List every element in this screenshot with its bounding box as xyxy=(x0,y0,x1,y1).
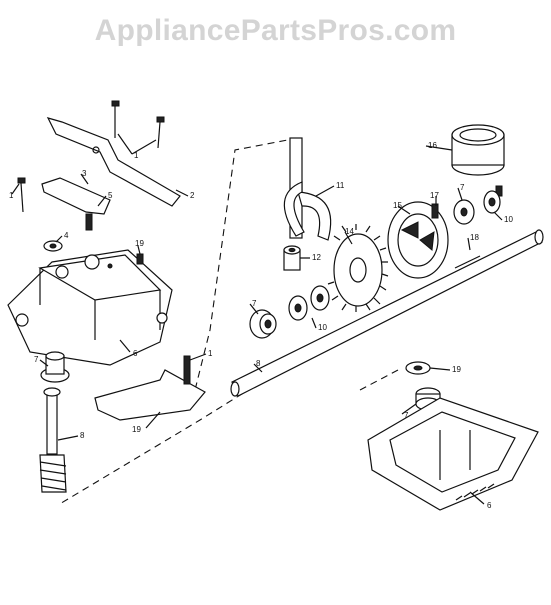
shift-fork-part-11 xyxy=(283,137,332,241)
callout-12: 12 xyxy=(312,253,321,262)
hub-part-15 xyxy=(387,201,449,279)
bracket-hole xyxy=(92,146,100,154)
callout-16: 16 xyxy=(428,141,437,150)
washer-part-10-a-hole xyxy=(294,303,302,313)
callout-7-left: 7 xyxy=(34,355,39,364)
bracket-part-2 xyxy=(46,117,181,207)
callout-19-mid: 19 xyxy=(135,239,144,248)
callout-8-worm: 8 xyxy=(80,431,85,440)
callout-18: 18 xyxy=(470,233,479,242)
callout-7-collar: 7 xyxy=(252,299,257,308)
spacer-part-12 xyxy=(283,245,301,271)
callout-8-axle: 8 xyxy=(256,359,261,368)
callout-19-plate: 19 xyxy=(132,425,141,434)
callout-7-top: 7 xyxy=(460,183,465,192)
collar-part-7-top-hole xyxy=(460,207,468,217)
screw-part-1-a xyxy=(111,100,120,138)
callout-4: 4 xyxy=(64,231,69,240)
callout-6-lower: 6 xyxy=(487,501,492,510)
watermark: AppliancePartsPros.com xyxy=(94,14,457,47)
washer-part-19-right xyxy=(405,361,431,375)
callout-19-right: 19 xyxy=(452,365,461,374)
screw-part-1-d xyxy=(183,355,191,385)
callout-11: 11 xyxy=(336,181,345,190)
callout-3: 3 xyxy=(82,169,87,178)
callout-6-housing: 6 xyxy=(133,349,138,358)
lever-pin xyxy=(85,213,93,231)
collar-part-7-mid xyxy=(249,309,277,339)
key-part-17-a xyxy=(431,203,439,219)
callout-14: 14 xyxy=(345,227,354,236)
washer-part-4-hole xyxy=(49,243,57,249)
assembly-line-right xyxy=(359,369,399,391)
callout-2: 2 xyxy=(190,191,195,200)
callout-1-bottom: 1 xyxy=(208,349,213,358)
worm-shaft-part-8 xyxy=(39,387,67,493)
lever-part-3 xyxy=(41,177,111,215)
screw-part-1-b xyxy=(156,116,165,149)
callout-1-bracket: 1 xyxy=(134,151,139,160)
pin-part-19-mid xyxy=(136,253,144,265)
callout-1-left: 1 xyxy=(9,191,14,200)
washer-part-10-b-hole xyxy=(316,293,324,303)
gear-part-14 xyxy=(327,224,389,312)
housing-part-6 xyxy=(7,249,173,366)
leader-lines xyxy=(11,133,503,505)
assembly-line-upper xyxy=(194,137,299,391)
plate-part-18 xyxy=(94,369,206,421)
callout-17: 17 xyxy=(430,191,439,200)
callout-10-top: 10 xyxy=(504,215,513,224)
callout-5: 5 xyxy=(108,191,113,200)
bushing-part-16 xyxy=(451,124,505,176)
assembly-line-lower xyxy=(57,349,301,506)
screw-part-1-c xyxy=(17,177,26,213)
callout-7-lower: 7 xyxy=(404,411,409,420)
washer-part-10-top-hole xyxy=(488,197,496,207)
callout-15: 15 xyxy=(393,201,402,210)
callout-10-mid: 10 xyxy=(318,323,327,332)
lower-housing-part-6 xyxy=(367,397,539,511)
axle-part-8 xyxy=(230,229,544,397)
